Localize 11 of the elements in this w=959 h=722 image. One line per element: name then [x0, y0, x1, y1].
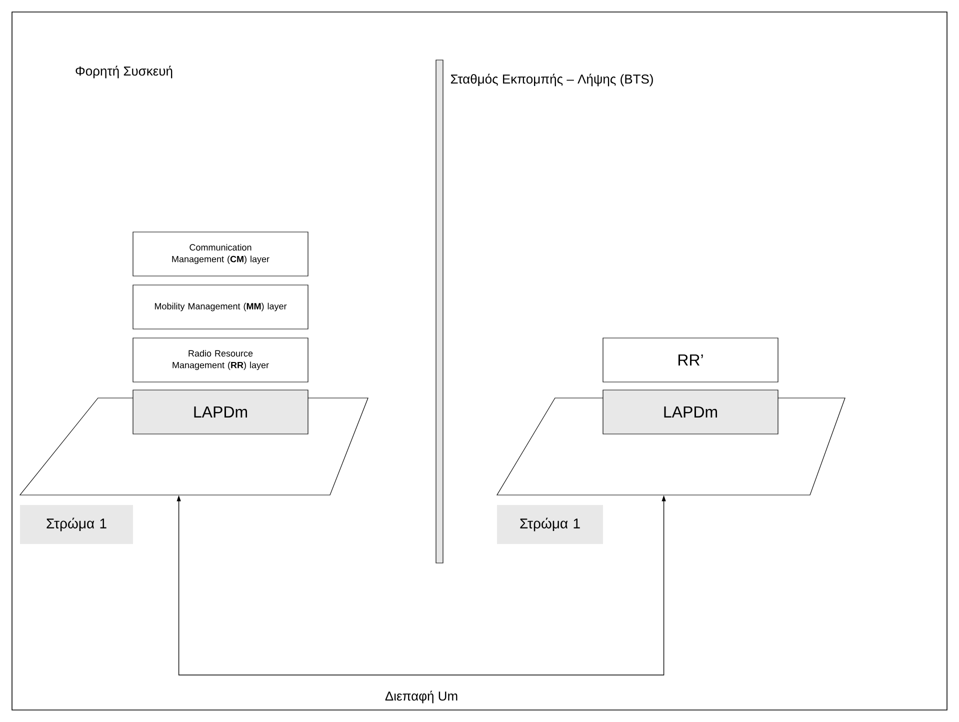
layer-tag: Στρώμα 1	[20, 505, 133, 544]
edge-label: Διεπαφή Um	[385, 690, 458, 704]
layer-box: RR’	[602, 338, 778, 382]
protocol-box: LAPDm	[602, 390, 778, 434]
layer-box: Communication Management (CM) layer	[132, 232, 308, 276]
protocol-box: LAPDm	[132, 390, 308, 434]
layer-box: Mobility Management (MM) layer	[132, 284, 308, 330]
station-title: Σταθμός Εκπομπής – Λήψης (BTS)	[450, 74, 653, 86]
station-title: Φορητή Συσκευή	[76, 66, 172, 78]
layer-tag: Στρώμα 1	[497, 505, 603, 544]
layer-box: Radio Resource Management (RR) layer	[132, 338, 308, 382]
